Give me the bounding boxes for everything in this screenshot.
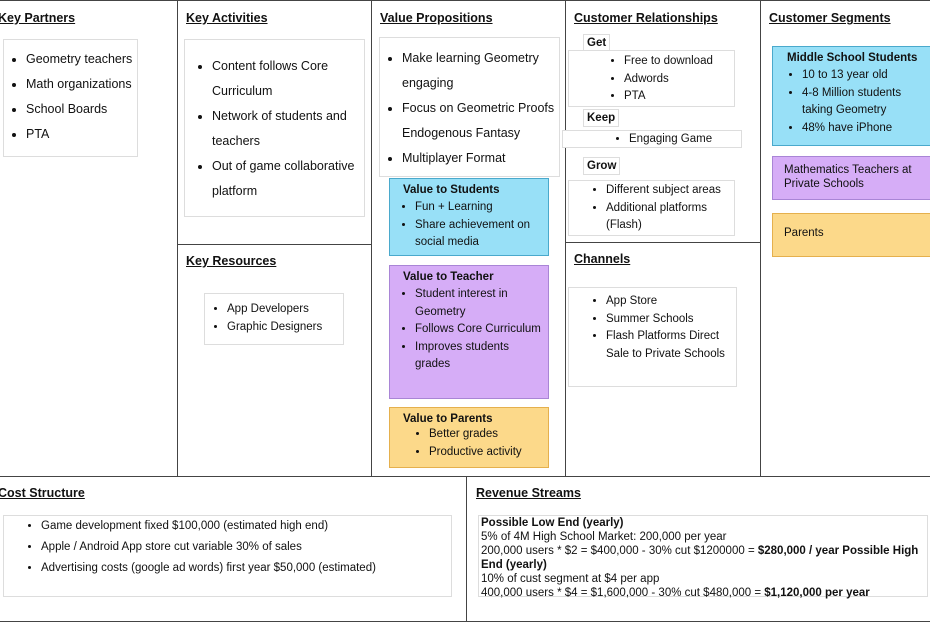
low-end-title: Possible Low End (yearly) — [481, 517, 624, 529]
list-item: Student interest in Geometry — [415, 286, 544, 321]
mathematics-teachers-card: Mathematics Teachers at Private Schools — [772, 156, 930, 200]
grow-label: Grow — [583, 157, 621, 175]
list-item: Follows Core Curriculum — [415, 321, 544, 339]
list-item: Productive activity — [429, 444, 544, 462]
list-item: Engaging Game — [629, 131, 741, 149]
list-item: Better grades — [429, 426, 544, 444]
key-partners-title: Key Partners — [0, 11, 76, 25]
value-propositions-list: Make learning Geometry engagingFocus on … — [379, 37, 560, 177]
channels-title: Channels — [574, 252, 631, 266]
list-item: Adwords — [624, 71, 734, 89]
list-item: PTA — [26, 122, 137, 147]
low-end-result: $280,000 / year — [757, 545, 840, 557]
cost-structure-title: Cost Structure — [0, 486, 85, 500]
list-item: Different subject areas — [606, 182, 734, 200]
value-to-parents-title: Value to Parents — [403, 413, 493, 425]
keep-list: Engaging Game — [562, 130, 742, 148]
value-to-students-card: Value to Students Fun + LearningShare ac… — [389, 178, 549, 256]
list-item: Network of students and teachers — [212, 104, 358, 154]
value-to-students-title: Value to Students — [403, 184, 500, 196]
list-item: Additional platforms (Flash) — [606, 200, 734, 235]
list-item: 48% have iPhone — [802, 120, 930, 138]
key-activities-list: Content follows Core CurriculumNetwork o… — [184, 39, 365, 217]
key-resources-section — [177, 244, 372, 477]
key-activities-title: Key Activities — [186, 11, 268, 25]
key-partners-list: Geometry teachersMath organizationsSchoo… — [3, 39, 138, 157]
customer-segments-title: Customer Segments — [769, 11, 891, 25]
list-item: School Boards — [26, 97, 137, 122]
key-resources-list: App DevelopersGraphic Designers — [204, 293, 344, 345]
revenue-streams-title: Revenue Streams — [476, 486, 581, 500]
revenue-streams-text: Possible Low End (yearly) 5% of 4M High … — [478, 515, 928, 599]
high-end-title: Possible High End (yearly) — [481, 545, 919, 571]
list-item: Flash Platforms Direct Sale to Private S… — [606, 328, 732, 363]
list-item: Summer Schools — [606, 311, 732, 329]
list-item: Game development fixed $100,000 (estimat… — [41, 516, 451, 537]
list-item: Share achievement on social media — [415, 217, 544, 252]
high-end-line1: 10% of cust segment at $4 per app — [481, 573, 660, 585]
middle-school-students-card: Middle School Students 10 to 13 year old… — [772, 46, 930, 146]
get-list: Free to downloadAdwordsPTA — [568, 50, 735, 107]
list-item: Out of game collaborative platform — [212, 154, 358, 204]
customer-relationships-title: Customer Relationships — [574, 11, 718, 25]
list-item: PTA — [624, 88, 734, 106]
list-item: Free to download — [624, 53, 734, 71]
value-to-parents-card: Value to Parents Better gradesProductive… — [389, 407, 549, 468]
low-end-line2: 200,000 users * $2 = $400,000 - 30% cut … — [481, 545, 758, 557]
value-to-teacher-card: Value to Teacher Student interest in Geo… — [389, 265, 549, 399]
list-item: Focus on Geometric Proofs Endogenous Fan… — [402, 96, 555, 146]
high-end-line2: 400,000 users * $4 = $1,600,000 - 30% cu… — [481, 587, 765, 599]
parents-card: Parents — [772, 213, 930, 257]
list-item: App Developers — [227, 301, 343, 319]
high-end-result: $1,120,000 per year — [764, 587, 870, 599]
list-item: Content follows Core Curriculum — [212, 54, 358, 104]
list-item: Fun + Learning — [415, 199, 544, 217]
list-item: Graphic Designers — [227, 319, 343, 337]
list-item: Multiplayer Format — [402, 146, 555, 171]
list-item: 4-8 Million students taking Geometry — [802, 85, 930, 120]
grow-list: Different subject areasAdditional platfo… — [568, 180, 735, 236]
value-propositions-title: Value Propositions — [380, 11, 493, 25]
list-item: 10 to 13 year old — [802, 67, 930, 85]
channels-list: App StoreSummer SchoolsFlash Platforms D… — [568, 287, 737, 387]
list-item: Apple / Android App store cut variable 3… — [41, 537, 451, 558]
list-item: Improves students grades — [415, 339, 544, 374]
value-to-teacher-title: Value to Teacher — [403, 271, 494, 283]
list-item: Math organizations — [26, 72, 137, 97]
key-resources-title: Key Resources — [186, 254, 277, 268]
list-item: Advertising costs (google ad words) firs… — [41, 558, 451, 579]
middle-school-students-title: Middle School Students — [787, 52, 918, 64]
list-item: Make learning Geometry engaging — [402, 46, 555, 96]
cost-structure-list: Game development fixed $100,000 (estimat… — [3, 515, 452, 597]
list-item: Geometry teachers — [26, 47, 137, 72]
list-item: App Store — [606, 293, 732, 311]
get-label: Get — [583, 34, 611, 52]
low-end-line1: 5% of 4M High School Market: 200,000 per… — [481, 531, 727, 543]
keep-label: Keep — [583, 109, 620, 127]
